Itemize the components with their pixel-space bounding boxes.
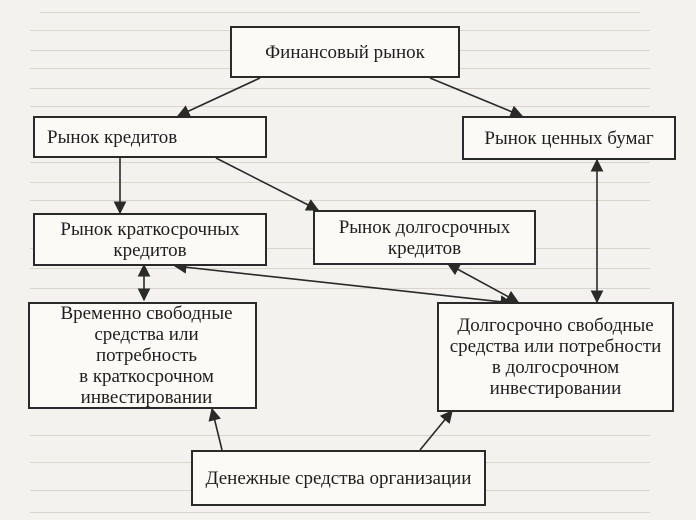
node-credit-market: Рынок кредитов: [33, 116, 267, 158]
node-long-term-funds-label: Долгосрочно свободные средства или потре…: [449, 315, 662, 399]
node-securities-market-label: Рынок ценных бумаг: [484, 127, 654, 149]
edge-financial-to-securities: [429, 77, 524, 118]
node-short-term-funds-label: Временно свободные средства или потребно…: [60, 303, 233, 408]
edge-cash-to-longterm-funds: [419, 410, 453, 451]
node-long-term-credit: Рынок долгосрочных кредитов: [313, 210, 536, 265]
node-company-cash-label: Денежные средства организации: [205, 467, 472, 489]
edge-financial-to-credit: [176, 77, 261, 117]
node-long-term-credit-label: Рынок долгосрочных кредитов: [338, 216, 511, 259]
node-securities-market: Рынок ценных бумаг: [462, 116, 676, 160]
node-credit-market-label: Рынок кредитов: [47, 126, 178, 148]
node-short-term-funds: Временно свободные средства или потребно…: [28, 302, 257, 409]
edge-cash-to-temporary-funds: [208, 407, 223, 451]
node-long-term-funds: Долгосрочно свободные средства или потре…: [437, 302, 674, 412]
edge-long-term-to-longterm-funds: [446, 263, 520, 303]
node-short-term-credit-label: Рынок краткосрочных кредитов: [60, 218, 240, 261]
node-short-term-credit: Рынок краткосрочных кредитов: [33, 213, 267, 266]
node-financial-market-label: Финансовый рынок: [265, 41, 425, 63]
edge-credit-to-long-term: [215, 157, 320, 211]
node-financial-market: Финансовый рынок: [230, 26, 460, 78]
node-company-cash: Денежные средства организации: [191, 450, 486, 506]
